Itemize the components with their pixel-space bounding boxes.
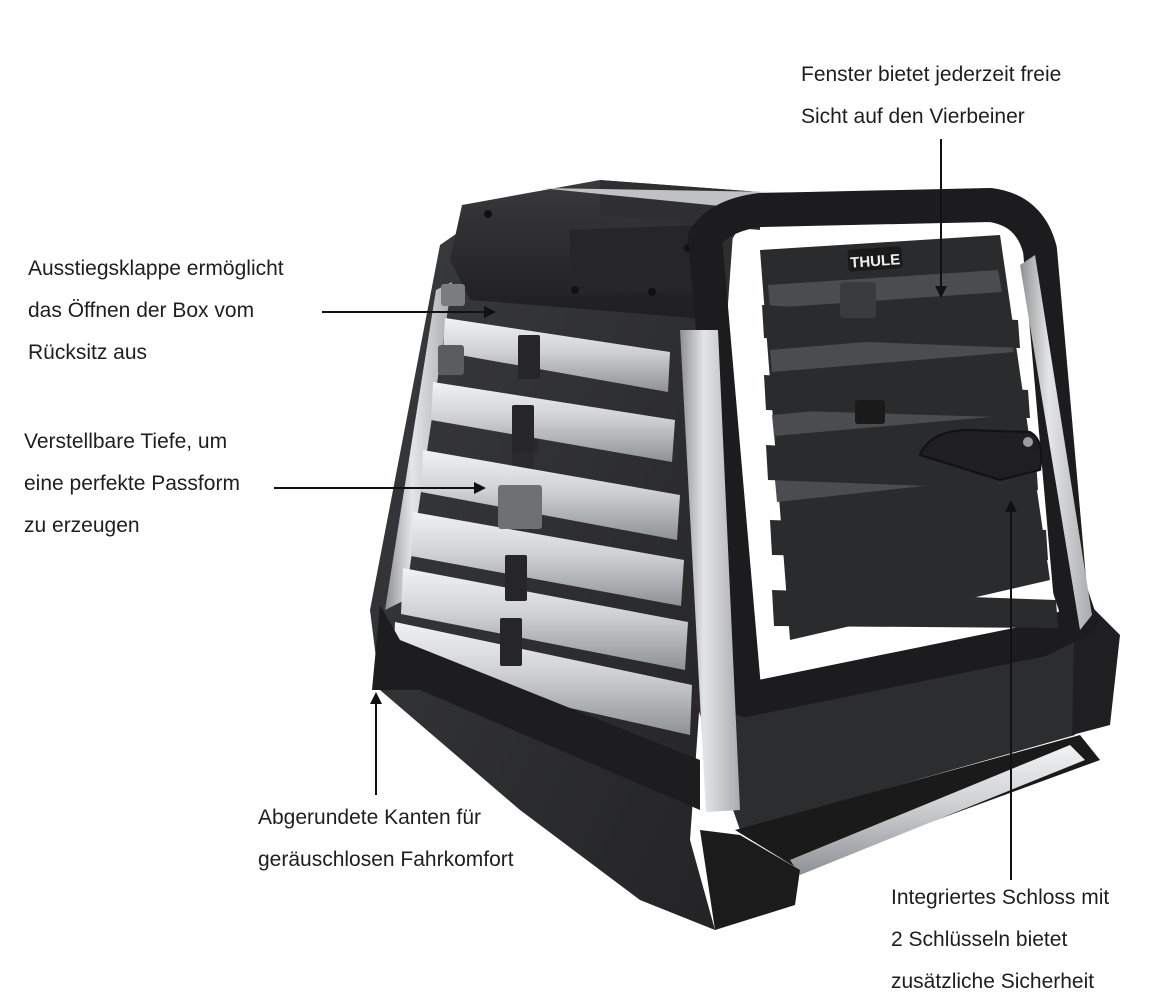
slat-3 <box>421 450 680 540</box>
callout-rounded-edges-line-2: geräuschlosen Fahrkomfort <box>258 848 514 871</box>
exit-hatch-latch <box>441 284 465 306</box>
callout-adjustable-depth-line-1: Verstellbare Tiefe, um <box>24 430 228 453</box>
slat-6 <box>393 622 692 735</box>
arrow-window <box>935 286 947 298</box>
callout-adjustable-depth-line-2: eine perfekte Passform <box>24 472 240 495</box>
callout-adjustable-depth: Verstellbare Tiefe, um eine perfekte Pas… <box>24 421 240 547</box>
slat-4 <box>411 512 684 606</box>
callout-exit-hatch-line-1: Ausstiegsklappe ermöglicht <box>28 257 284 280</box>
side-slats <box>393 284 692 735</box>
front-door <box>680 188 1097 812</box>
arrow-adjustable-depth <box>474 482 486 494</box>
callout-rounded-edges-line-1: Abgerundete Kanten für <box>258 806 482 829</box>
callout-window-line-2: Sicht auf den Vierbeiner <box>801 105 1025 128</box>
callout-window-line-1: Fenster bietet jederzeit freie <box>801 63 1062 86</box>
callout-rounded-edges: Abgerundete Kanten für geräuschlosen Fah… <box>258 797 514 881</box>
callout-lines <box>274 139 1017 880</box>
crate-lid <box>450 180 1000 320</box>
depth-adjust-clip <box>498 485 542 529</box>
callout-window: Fenster bietet jederzeit freie Sicht auf… <box>801 54 1061 138</box>
callout-exit-hatch-line-3: Rücksitz aus <box>28 341 148 364</box>
callout-integrated-lock-line-1: Integriertes Schloss mit <box>891 886 1110 909</box>
slat-5 <box>401 568 688 670</box>
callout-integrated-lock-line-2: 2 Schlüsseln bietet <box>891 928 1068 951</box>
lock-handle <box>918 428 1043 482</box>
callout-adjustable-depth-line-3: zu erzeugen <box>24 514 140 537</box>
keyhole-icon <box>1023 437 1033 447</box>
brand-badge <box>847 246 903 272</box>
arrow-integrated-lock <box>1005 500 1017 512</box>
callout-exit-hatch: Ausstiegsklappe ermöglicht das Öffnen de… <box>28 248 284 374</box>
callout-integrated-lock: Integriertes Schloss mit 2 Schlüsseln bi… <box>891 877 1109 1003</box>
arrow-rounded-edges <box>370 692 382 704</box>
arrow-exit-hatch <box>484 306 496 318</box>
callout-integrated-lock-line-3: zusätzliche Sicherheit <box>891 970 1095 993</box>
brand-logo-text: THULE <box>850 251 901 271</box>
callout-exit-hatch-line-2: das Öffnen der Box vom <box>28 299 255 322</box>
